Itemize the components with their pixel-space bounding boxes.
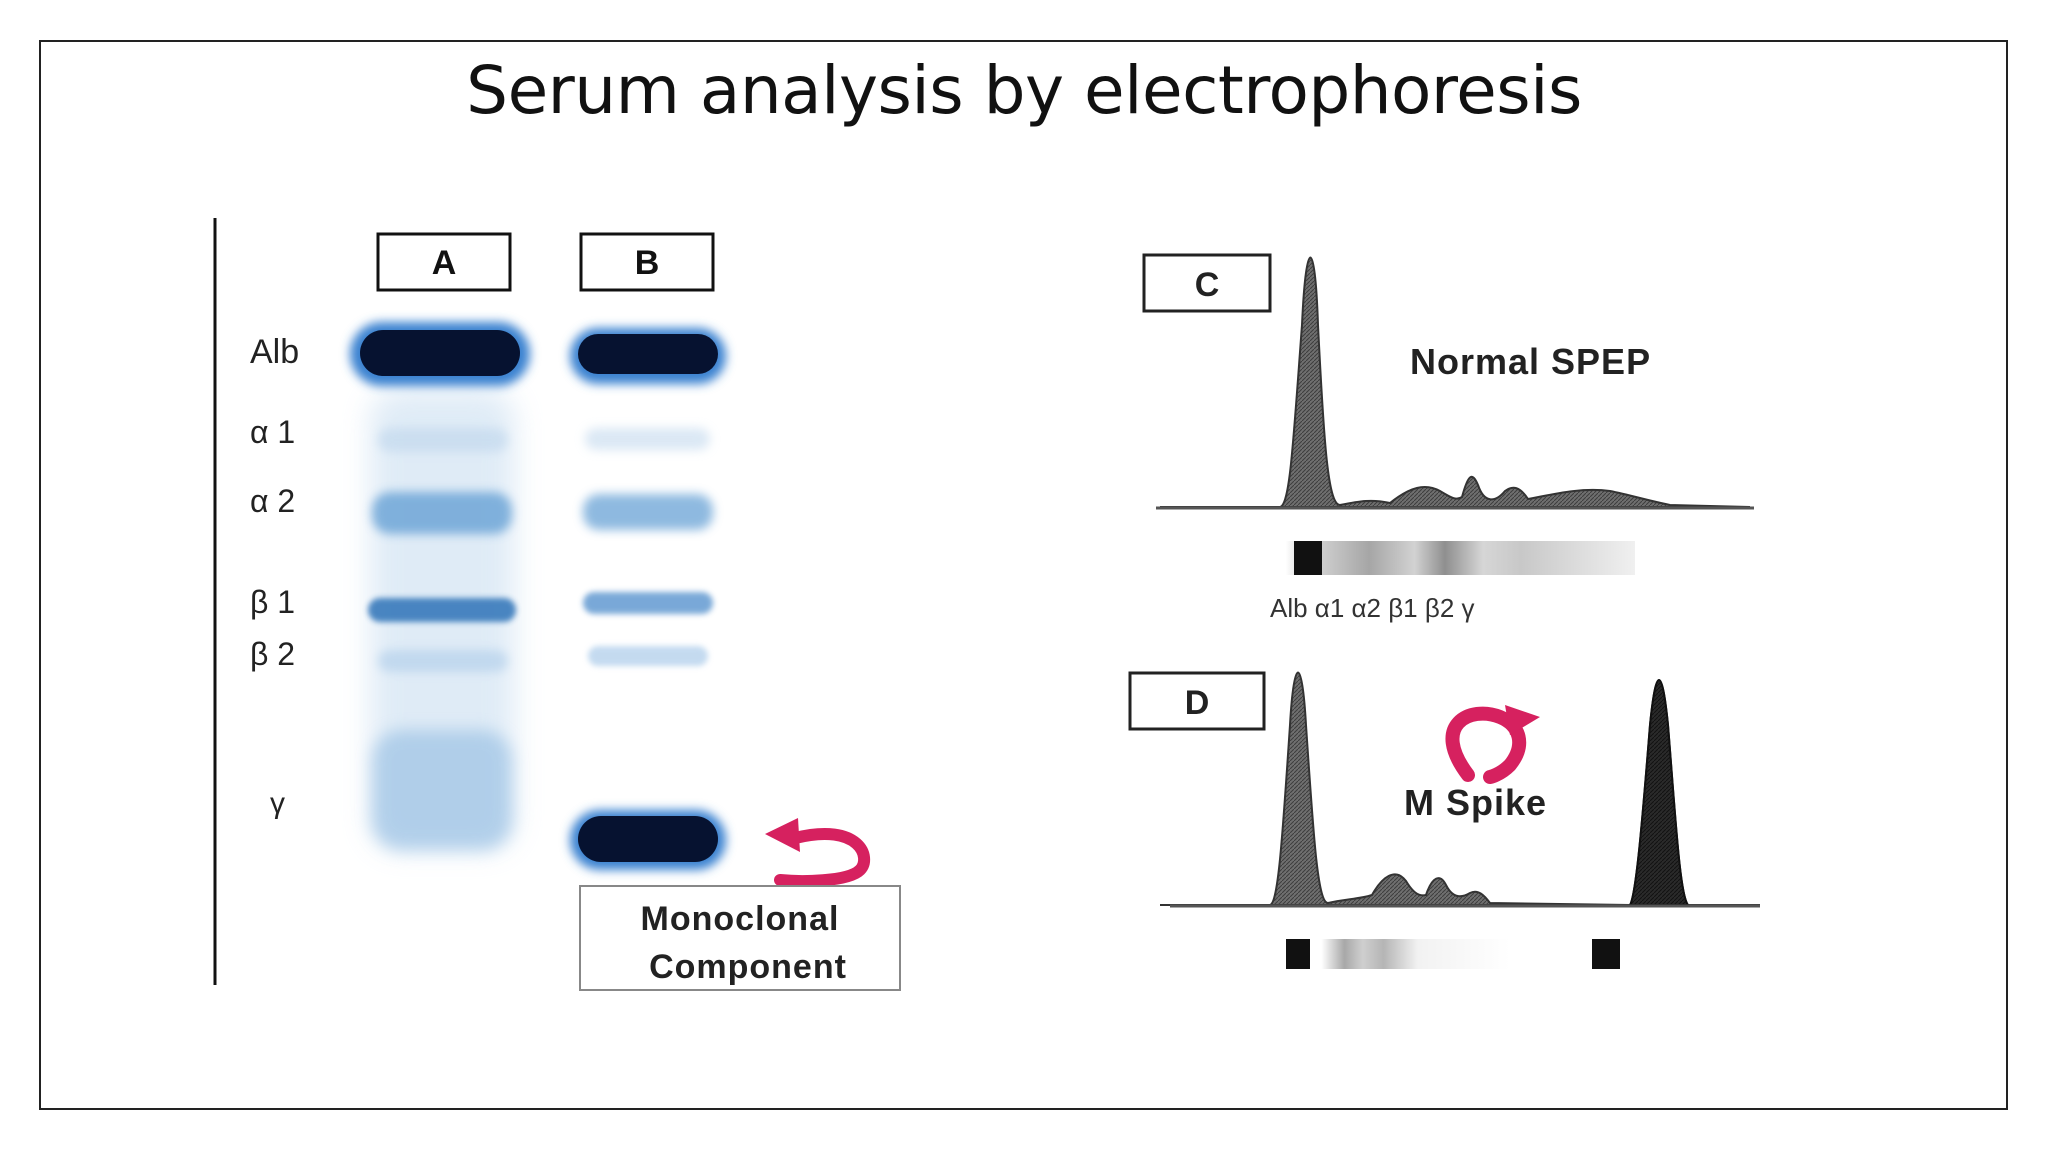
spep-mspike-panel: D M Spike [1128, 671, 1760, 969]
m-spike-arrow-icon [1445, 705, 1540, 784]
band-label-beta1: β 1 [250, 584, 295, 620]
lane-b-header: B [579, 232, 715, 292]
band-label-alpha1: α 1 [250, 414, 295, 450]
lane-b-beta1-band [583, 592, 713, 614]
lane-b-label: B [635, 244, 660, 282]
mspike-alb-strip-band [1286, 939, 1310, 969]
monoclonal-component-box: Monoclonal Component [579, 885, 901, 991]
panel-d-label: D [1185, 684, 1210, 722]
slide-title: Serum analysis by electrophoresis [466, 52, 1582, 129]
lane-a-beta2-band [378, 650, 508, 672]
fraction-labels: Alb α1 α2 β1 β2 γ [1270, 593, 1475, 623]
lane-a-label: A [432, 244, 457, 282]
lane-a-alpha1-band [378, 428, 508, 452]
panel-d-label-box [1128, 671, 1266, 731]
lane-a-gamma-smear [372, 730, 512, 850]
mspike-m-strip-band [1592, 939, 1620, 969]
band-label-beta2: β 2 [250, 636, 295, 672]
lane-a-alb-band [360, 330, 520, 376]
lane-a-bands [350, 322, 530, 850]
gel-illustration: A B Alb α 1 α 2 β 1 β 2 γ [213, 218, 901, 991]
lane-b-alpha1-band [585, 428, 710, 450]
band-label-alb: Alb [250, 333, 299, 371]
panel-c-label-box [1142, 253, 1272, 313]
normal-spep-alb-strip-band [1294, 541, 1322, 575]
lane-b-alb-band [578, 334, 718, 374]
lane-a-beta1-band [368, 598, 516, 622]
band-label-gamma: γ [270, 787, 285, 820]
monoclonal-label-line2: Component [649, 948, 847, 986]
lane-b-m-band [578, 816, 718, 862]
lane-b-beta2-band [588, 646, 708, 666]
mspike-spep-gel-strip [1280, 939, 1510, 969]
monoclonal-label-line1: Monoclonal [641, 900, 840, 938]
gel-electrophoresis-panel: A B Alb α 1 α 2 β 1 β 2 γ [200, 210, 920, 1000]
lane-b-alpha2-band [583, 494, 713, 530]
spep-densitometry-panel: C Normal SPEP Alb α1 α2 β1 β2 γ D M Spik… [1110, 205, 1790, 1005]
band-label-alpha2: α 2 [250, 483, 295, 519]
lane-a-header: A [376, 232, 512, 292]
lane-b-bands [570, 328, 726, 870]
slide-frame [39, 40, 2008, 1110]
normal-spep-caption: Normal SPEP [1410, 341, 1651, 382]
m-spike-caption: M Spike [1404, 782, 1547, 823]
mspike-peak [1628, 679, 1691, 906]
monoclonal-arrow-icon [765, 818, 871, 887]
normal-spep-trace [1160, 256, 1751, 508]
spep-normal-panel: C Normal SPEP Alb α1 α2 β1 β2 γ [1142, 253, 1754, 623]
panel-c-label: C [1195, 266, 1220, 304]
lane-a-alpha2-band [372, 492, 512, 534]
spep-illustration: C Normal SPEP Alb α1 α2 β1 β2 γ D M Spik… [1128, 253, 1760, 969]
